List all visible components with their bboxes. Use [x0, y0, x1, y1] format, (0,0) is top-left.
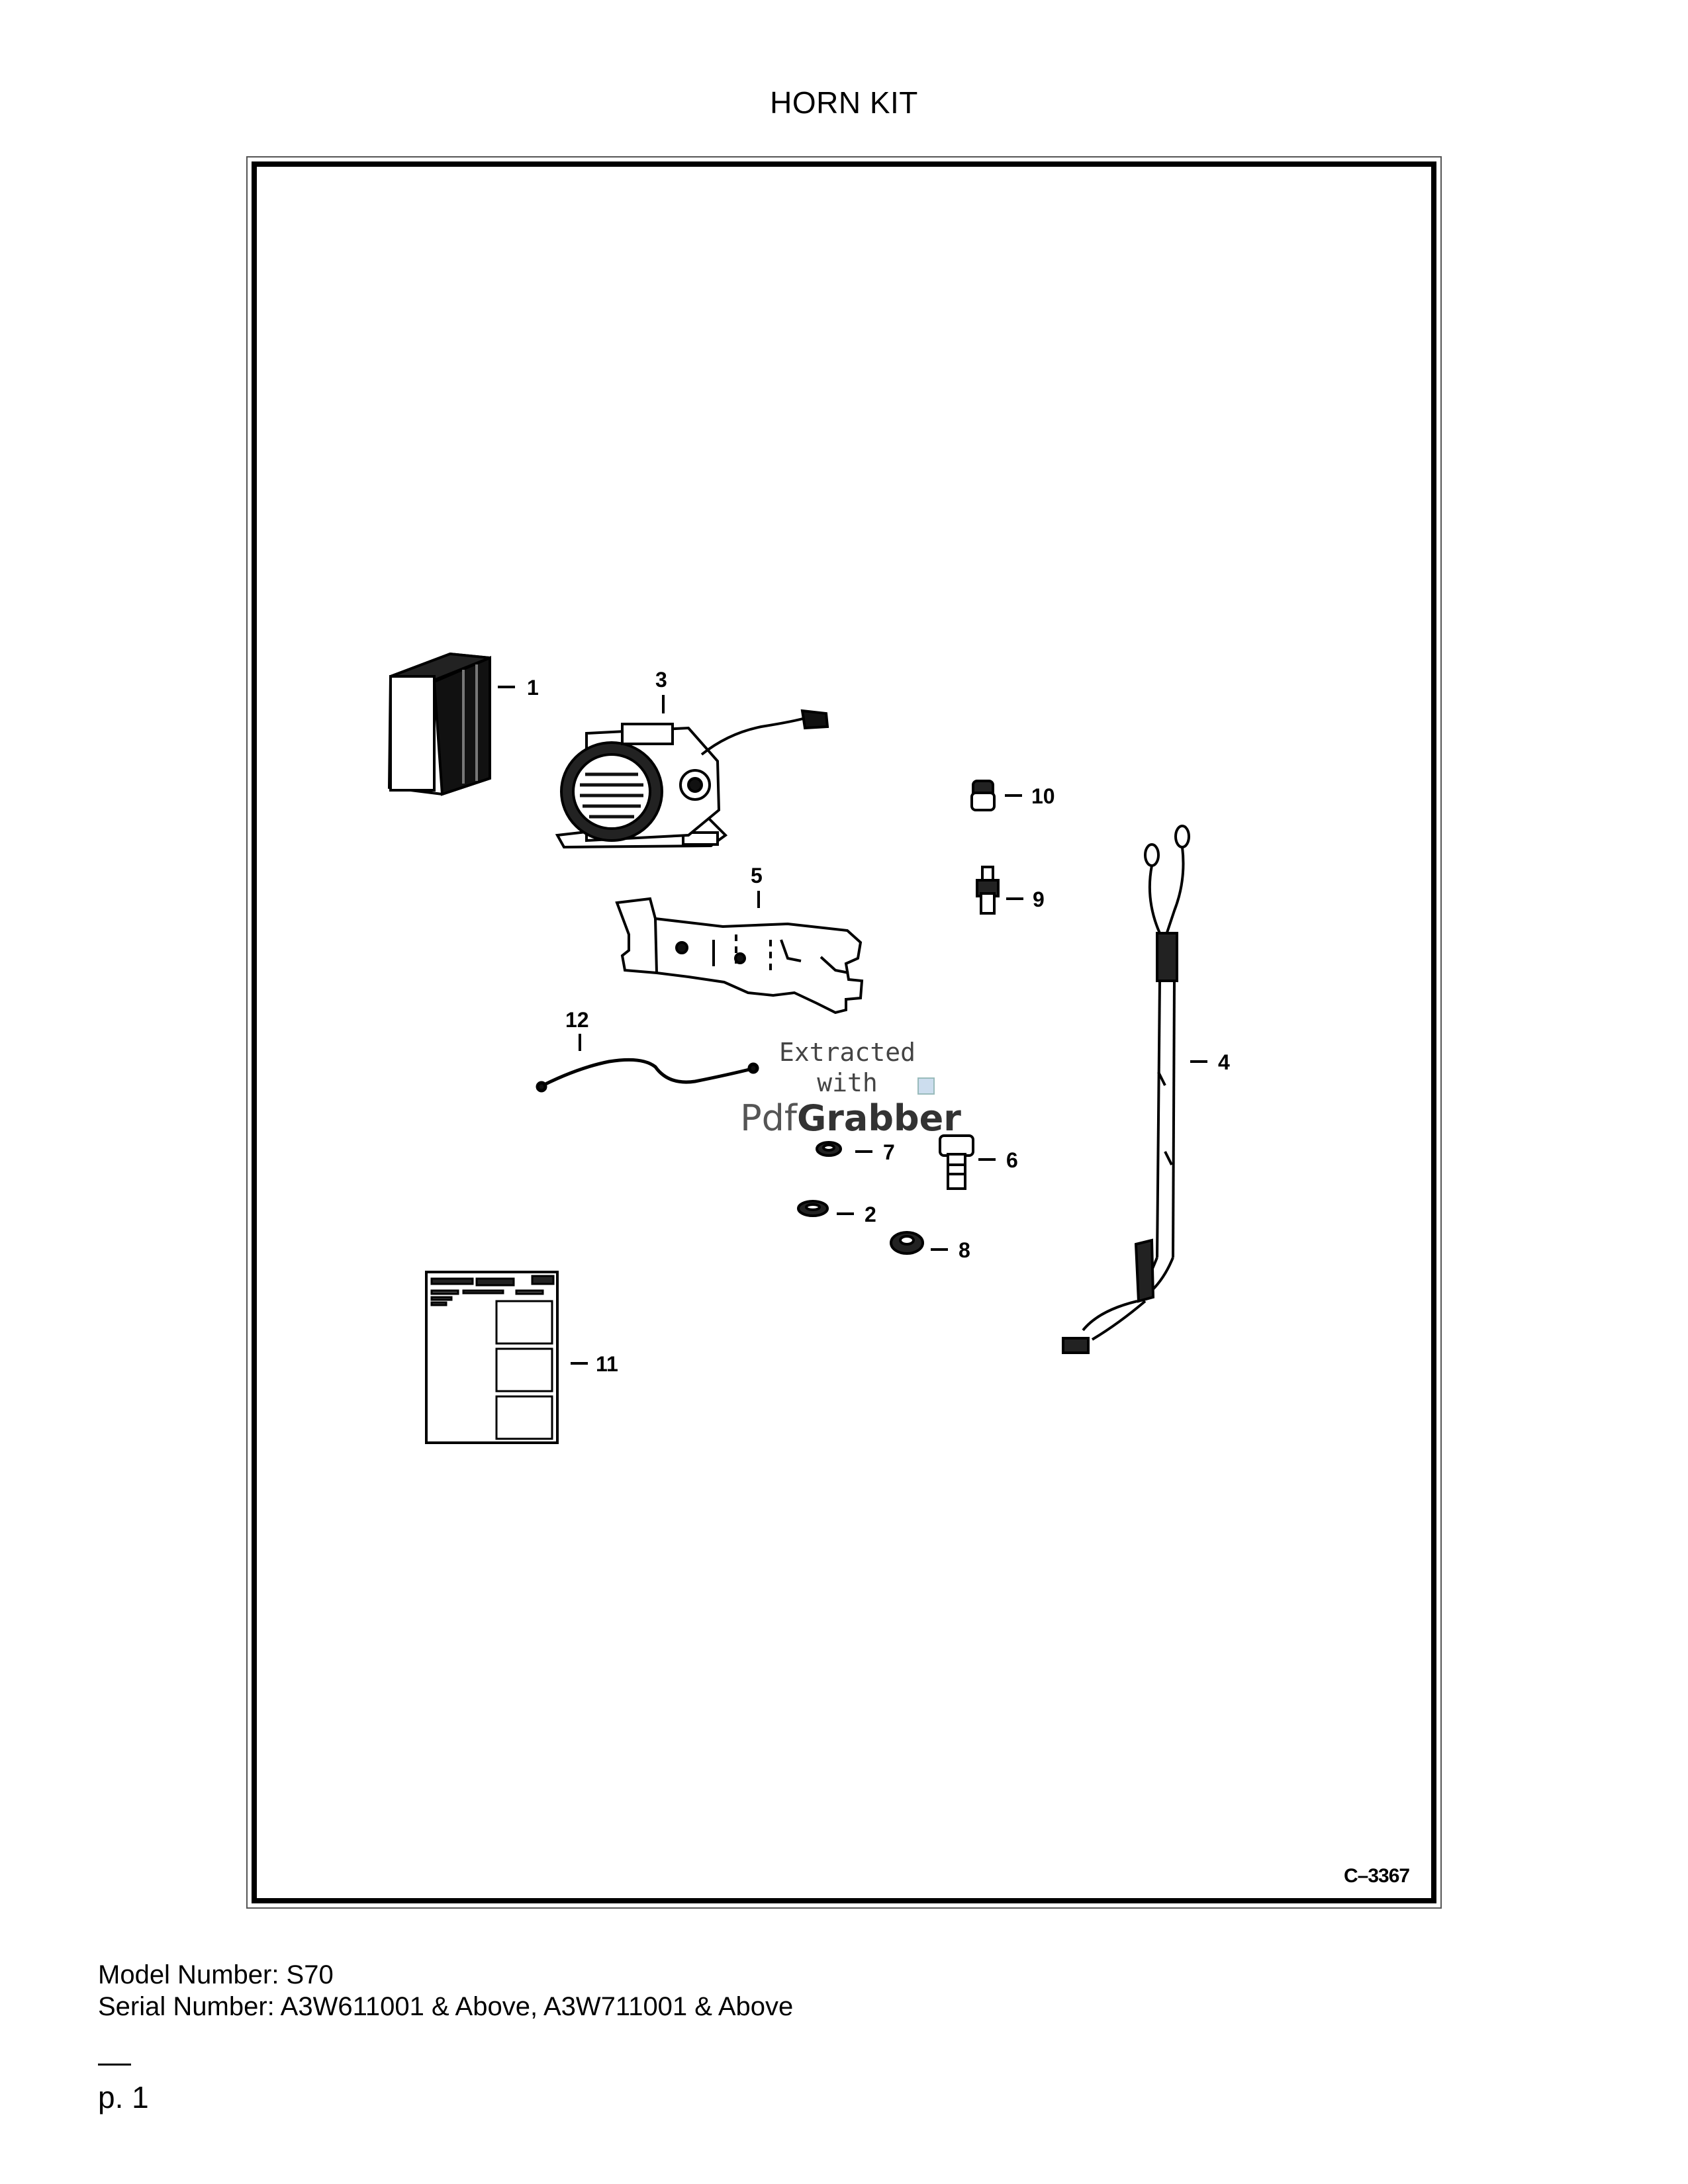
figure-frame-outer: [246, 156, 1442, 1909]
page-number: p. 1: [98, 2080, 149, 2115]
watermark-badge-icon: [917, 1077, 935, 1095]
callout-12: 12: [565, 1008, 589, 1032]
callout-1: 1: [527, 676, 539, 700]
part-6-bolt: [939, 1134, 974, 1190]
page-title: HORN KIT: [770, 85, 918, 120]
watermark-line-1: Extracted: [779, 1038, 915, 1067]
part-8-nut: [890, 1231, 924, 1255]
watermark-brand-b: Grabber: [796, 1097, 961, 1139]
callout-2: 2: [865, 1203, 876, 1226]
part-2-washer: [797, 1200, 829, 1217]
callout-6: 6: [1006, 1148, 1018, 1172]
part-7-washer: [816, 1141, 842, 1157]
callout-4: 4: [1218, 1050, 1230, 1074]
callout-8: 8: [959, 1238, 970, 1262]
part-12-wire: [536, 1058, 759, 1093]
watermark-brand-a: Pdf: [740, 1097, 797, 1139]
callout-5: 5: [751, 864, 763, 887]
model-number: Model Number: S70: [98, 1960, 334, 1989]
callout-11: 11: [596, 1352, 618, 1376]
part-9-stud: [976, 866, 1000, 915]
serial-number: Serial Number: A3W611001 & Above, A3W711…: [98, 1992, 794, 2021]
part-11-instructions: [425, 1271, 559, 1444]
part-4-harness: [1062, 825, 1190, 1354]
figure-id: C–3367: [1344, 1865, 1410, 1887]
page-number-rule: [98, 2064, 131, 2066]
callout-9: 9: [1033, 887, 1045, 911]
watermark-brand: PdfGrabber: [731, 1097, 970, 1139]
figure-frame: [252, 161, 1436, 1903]
part-3-horn: [555, 709, 829, 849]
part-10-nut: [970, 780, 996, 811]
callout-7: 7: [883, 1140, 895, 1164]
part-5-bracket: [615, 897, 864, 1015]
part-1-box: [387, 652, 491, 796]
watermark-line-2: with: [817, 1068, 878, 1097]
callout-3: 3: [655, 668, 667, 692]
callout-10: 10: [1031, 784, 1055, 808]
